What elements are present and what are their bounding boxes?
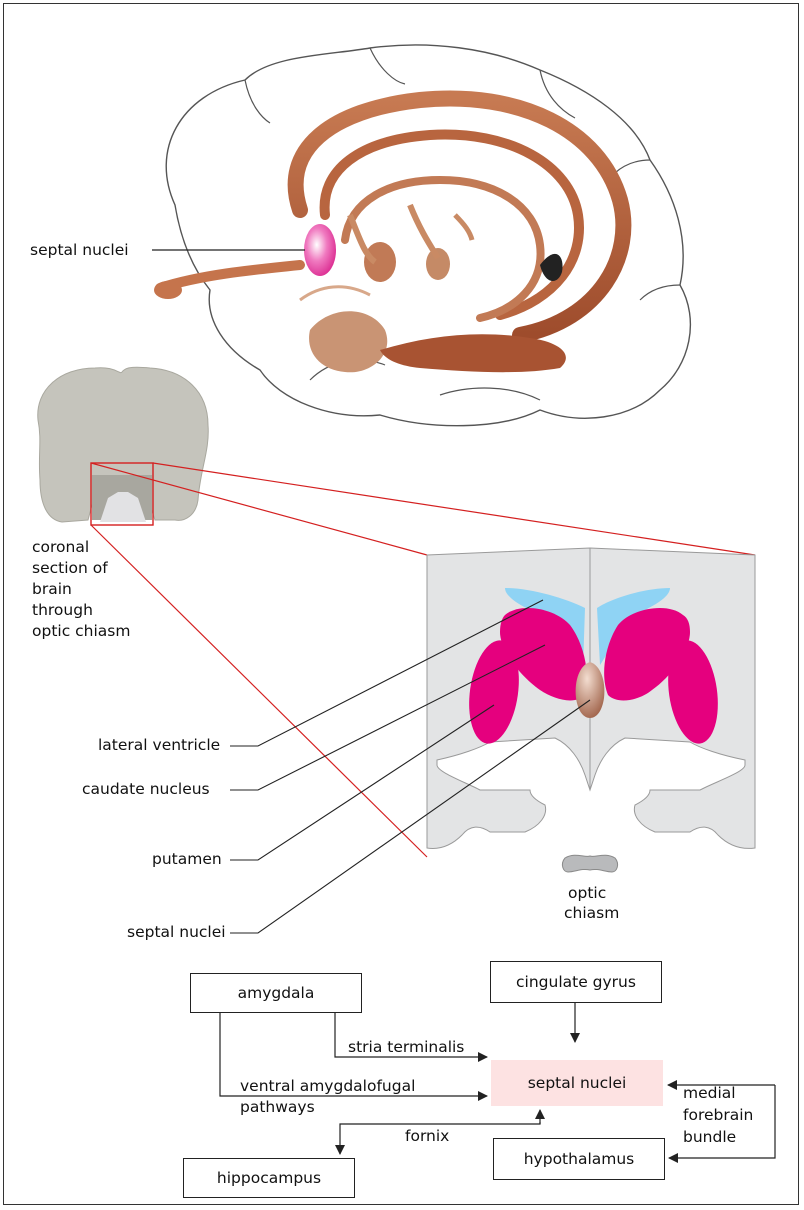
label-putamen: putamen — [152, 849, 222, 869]
projection-line — [153, 463, 755, 555]
cortex-sulcus — [245, 80, 270, 123]
box-cingulate-label: cingulate gyrus — [516, 973, 636, 991]
stalk — [455, 215, 472, 240]
label-septal-sagittal: septal nuclei — [30, 240, 129, 260]
label-fornix: fornix — [405, 1126, 449, 1146]
caption-line: brain — [32, 579, 72, 599]
label-stria-terminalis: stria terminalis — [348, 1037, 464, 1057]
label-septal-coronal: septal nuclei — [127, 922, 226, 942]
stalk — [350, 215, 375, 262]
label-mfb-2: forebrain — [683, 1105, 753, 1125]
olfactory-tract — [160, 265, 300, 288]
amygdala-body — [309, 311, 387, 372]
box-cingulate-gyrus: cingulate gyrus — [490, 961, 662, 1003]
label-mfb-3: bundle — [683, 1127, 736, 1147]
cortex-sulcus — [640, 285, 680, 300]
mammillary-body — [364, 242, 396, 282]
box-hypothalamus-label: hypothalamus — [524, 1150, 635, 1168]
box-amygdala-label: amygdala — [238, 984, 315, 1002]
caption-line: through — [32, 600, 93, 620]
label-ventral-pathways-2: pathways — [240, 1097, 315, 1117]
box-hippocampus-label: hippocampus — [217, 1169, 321, 1187]
stalk — [410, 205, 438, 258]
temporal-loop — [300, 287, 370, 300]
cortex-sulcus — [440, 388, 540, 400]
box-septal-nuclei: septal nuclei — [491, 1060, 663, 1106]
optic-chiasm-shape — [562, 855, 617, 872]
label-caudate-nucleus: caudate nucleus — [82, 779, 210, 799]
label-optic-chiasm-2: chiasm — [564, 903, 619, 923]
projection-line — [91, 525, 427, 857]
corpus-callosum — [325, 135, 579, 315]
hippocampal-tail — [380, 334, 566, 372]
sagittal-brain — [154, 45, 690, 426]
caption-line: coronal — [32, 537, 89, 557]
box-septal-label: septal nuclei — [528, 1074, 627, 1092]
label-ventral-pathways-1: ventral amygdalofugal — [240, 1076, 415, 1096]
olfactory-bulb — [154, 281, 182, 299]
coronal-thumbnail — [38, 367, 209, 525]
label-optic-chiasm-1: optic — [568, 883, 606, 903]
coronal-section — [427, 548, 755, 872]
label-mfb-1: medial — [683, 1083, 736, 1103]
cortex-sulcus — [370, 48, 405, 84]
label-lateral-ventricle: lateral ventricle — [98, 735, 220, 755]
caption-line: optic chiasm — [32, 621, 130, 641]
box-hippocampus: hippocampus — [183, 1158, 355, 1198]
caption-line: section of — [32, 558, 108, 578]
septal-nuclei-sagittal — [304, 224, 336, 276]
box-amygdala: amygdala — [190, 973, 362, 1013]
box-hypothalamus: hypothalamus — [493, 1138, 665, 1180]
